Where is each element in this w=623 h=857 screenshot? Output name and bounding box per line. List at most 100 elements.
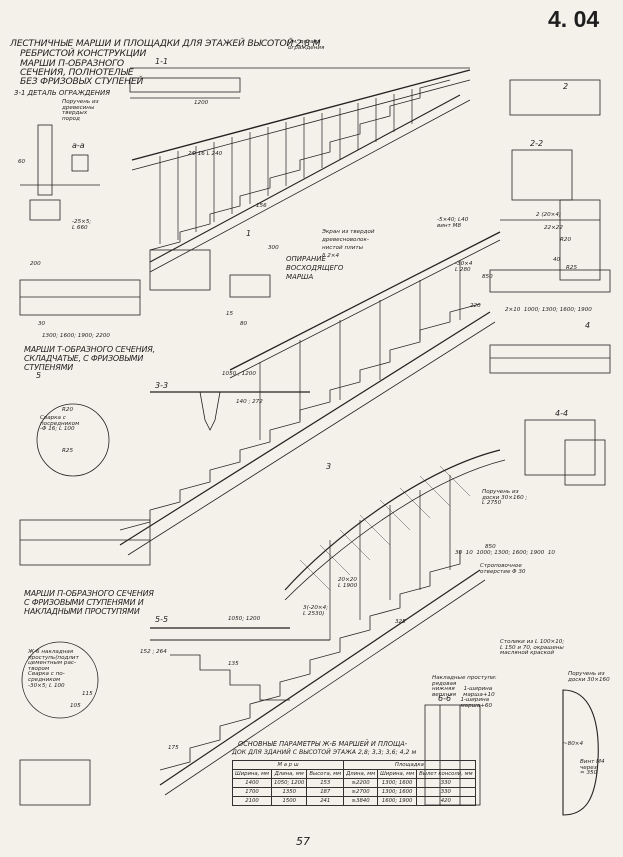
- table-cell: 420: [416, 796, 476, 806]
- dim-300: 300: [268, 245, 279, 251]
- note-screen-line3: нистой плиты: [322, 245, 364, 251]
- table-cell: 153: [306, 778, 345, 788]
- table-cell: ≥3840: [343, 796, 379, 806]
- dim-30: 30: [38, 321, 46, 327]
- dim-80x4: ~80×4: [563, 741, 584, 747]
- table-group-landing: Площадка: [343, 760, 476, 770]
- dim-3-20x4: 3(-20×4; L 2530): [303, 605, 329, 617]
- table-row: 1700 1350 187 ≥2700 1300; 1600 330: [232, 787, 476, 797]
- dim-200: 200: [30, 261, 41, 267]
- dim-80: 80: [240, 321, 248, 327]
- note-support-line1: ОПИРАНИЕ: [286, 255, 326, 263]
- note-handrail-hardwood: Поручень из древесины твердых пород: [62, 99, 99, 122]
- p-section-title-line3: НАКЛАДНЫМИ ПРОСТУПЯМИ: [24, 607, 140, 616]
- note-support-line2: ВОСХОДЯЩЕГО: [286, 264, 344, 272]
- table-header: Ширина, мм: [232, 769, 272, 779]
- table-header: Высота, мм: [306, 769, 345, 779]
- dim-1300-2200: 1300; 1600; 1900; 2200: [42, 333, 110, 339]
- table-cell: 330: [416, 778, 476, 788]
- table-header: Длина, мм: [270, 769, 308, 779]
- table-cell: 1050; 1200: [270, 778, 308, 788]
- note-see-detail: См. деталь ограждения: [288, 39, 325, 51]
- table-cell: 241: [306, 796, 345, 806]
- section-mark-4-4: 4-4: [555, 409, 569, 418]
- dim-r20b: R20: [560, 237, 572, 243]
- table-cell: 1400: [232, 778, 272, 788]
- table-header: Длина, мм: [343, 769, 379, 779]
- parameters-table: М а р ш Площадка Ширина, мм Длина, мм Вы…: [231, 760, 476, 806]
- dim-1200: 1200: [194, 100, 209, 106]
- main-title-line2: РЕБРИСТОЙ КОНСТРУКЦИИ: [20, 48, 147, 59]
- dim-152-264: 152 ; 264: [140, 649, 167, 655]
- section-mark-2-2: 2-2: [530, 139, 544, 148]
- section-mark-a-a: а-а: [72, 141, 85, 150]
- detail-3-1-title: 3-1 ДЕТАЛЬ ОГРАЖДЕНИЯ: [14, 89, 111, 97]
- table-header-row: Ширина, мм Длина, мм Высота, мм Длина, м…: [232, 769, 476, 779]
- section-mark-5-5: 5-5: [155, 615, 169, 624]
- table-cell: 1300; 1600: [377, 778, 418, 788]
- table-cell: 2100: [232, 796, 272, 806]
- table-cell: 330: [416, 787, 476, 797]
- dim-220: 220: [470, 303, 481, 309]
- table-cell: 1300; 1600: [377, 787, 418, 797]
- main-title-line5: БЕЗ ФРИЗОВЫХ СТУПЕНЕЙ: [20, 76, 144, 87]
- table-header: Вылет консоли, мм: [416, 769, 476, 779]
- note-posts: Столики из L 100×10; L 150 и 70, окрашен…: [500, 639, 565, 657]
- dim-135: 135: [228, 661, 239, 667]
- table-cell: 187: [306, 787, 345, 797]
- dim-20x20: 20×20 L 1900: [338, 577, 358, 589]
- note-handrail-board2: Поручень из доски 30×160: [568, 671, 610, 683]
- table-header: Ширина, мм: [377, 769, 418, 779]
- note-welding-top: Сварка с посредником -Φ 16; L 100: [40, 415, 80, 433]
- t-section-title-line1: МАРШИ Т-ОБРАЗНОГО СЕЧЕНИЯ,: [24, 345, 155, 354]
- table-caption-line1: ОСНОВНЫЕ ПАРАМЕТРЫ Ж-Б МАРШЕЙ И ПЛОЩА-: [238, 740, 408, 748]
- table-cell: 1600; 1900: [377, 796, 418, 806]
- section-mark-4: 4: [585, 321, 591, 330]
- dim-2x10b: 30 10 1000; 1300; 1600; 1900 10: [455, 550, 555, 556]
- t-section-title-line3: СТУПЕНЯМИ: [24, 363, 74, 372]
- dim-2x10: 2×10 1000; 1300; 1600; 1900: [505, 307, 592, 313]
- table-caption-line2: ДОК ДЛЯ ЗДАНИЙ С ВЫСОТОЙ ЭТАЖА 2,8; 3,3;…: [232, 749, 417, 756]
- section-mark-3-3: 3-3: [155, 381, 169, 390]
- dim-325: 325: [395, 619, 406, 625]
- dim-r20: R20: [62, 407, 74, 413]
- sheet-number: 4. 04: [548, 6, 600, 32]
- table-group-march: М а р ш: [231, 760, 345, 770]
- dim-15: 15: [226, 311, 234, 317]
- dim-156: 156: [256, 203, 267, 209]
- note-welding-bottom: Ж-6 накладная проступь(подлит цементным …: [28, 649, 79, 689]
- note-screw: Винт М4 через ≈ 350: [580, 759, 605, 777]
- note-screen-line2: древесноволок-: [322, 237, 369, 243]
- note-screen-line4: δ 2×4: [322, 253, 340, 259]
- main-title-line4: СЕЧЕНИЯ, ПОЛНОТЕЛЫЕ: [20, 67, 134, 78]
- dim-850b: 850: [485, 544, 496, 550]
- table-cell: 1700: [232, 787, 272, 797]
- section-mark-1: 1: [246, 229, 252, 238]
- section-mark-6-6: 6-6: [438, 694, 452, 703]
- dim-105: 105: [70, 703, 81, 709]
- main-title-line1: ЛЕСТНИЧНЫЕ МАРШИ И ПЛОЩАДКИ ДЛЯ ЭТАЖЕЙ В…: [10, 38, 321, 49]
- upper-flight: [131, 69, 471, 273]
- note-tread-overlay: Накладные проступи: рядовая нижняя 1-шир…: [432, 675, 497, 709]
- note-bolt: -5×40; L40 винт М8: [437, 217, 469, 229]
- table-cell: 1500: [270, 796, 308, 806]
- dim-115: 115: [82, 691, 93, 697]
- table-group-row: М а р ш Площадка: [231, 760, 476, 770]
- note-handrail-board: Поручень из доски 30×160 ; L 2750: [482, 489, 528, 507]
- note-screen-line1: Экран из твердой: [322, 229, 375, 235]
- section-mark-3: 3: [326, 462, 332, 471]
- table-cell: ≥2200: [343, 778, 379, 788]
- dim-2-20x4: 2 (20×4): [536, 212, 562, 218]
- lower-flight: [150, 449, 506, 796]
- section-mark-2: 2: [563, 82, 569, 91]
- main-title-line3: МАРШИ П-ОБРАЗНОГО: [20, 58, 124, 69]
- table-row: 1400 1050; 1200 153 ≥2200 1300; 1600 330: [232, 778, 476, 788]
- table-cell: 1350: [270, 787, 308, 797]
- dim-60: 60: [18, 159, 26, 165]
- dim-r25: R25: [62, 448, 74, 454]
- dim-25x5: -25×5; L 660: [72, 219, 92, 231]
- table-cell: ≥2700: [343, 787, 379, 797]
- page-number: 57: [296, 835, 310, 848]
- dim-175: 175: [168, 745, 179, 751]
